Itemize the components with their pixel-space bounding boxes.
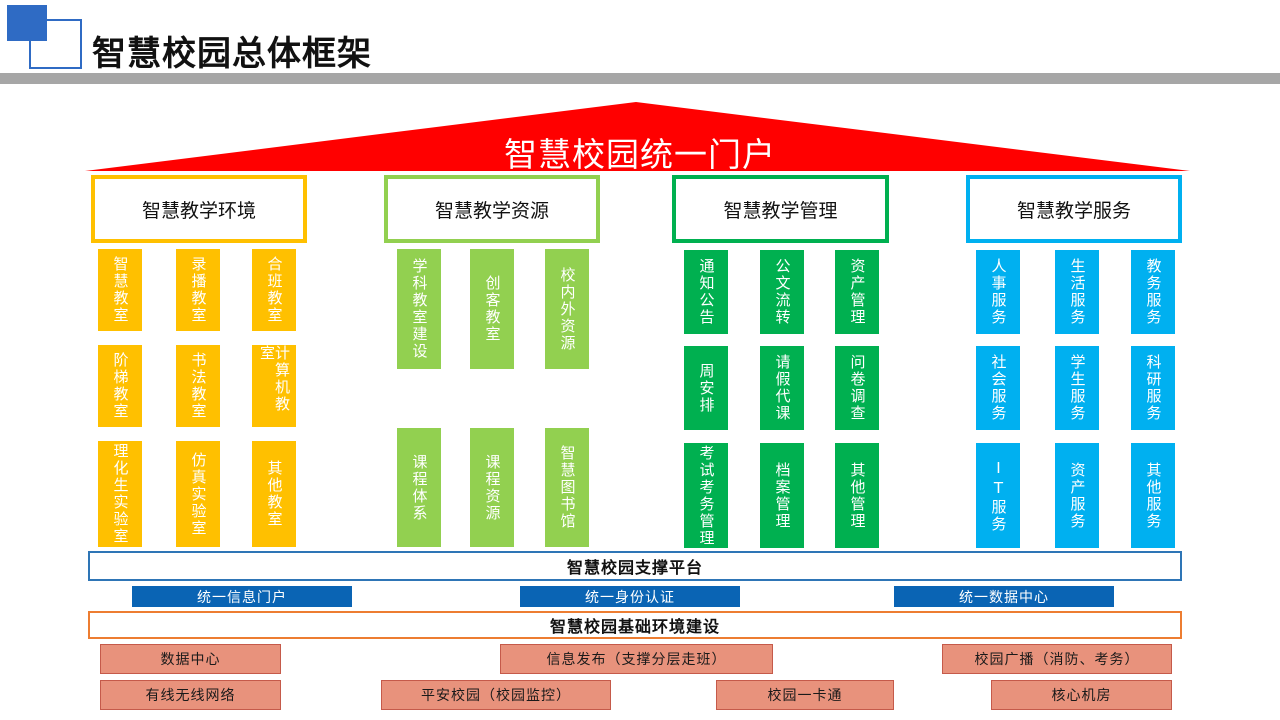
pillar-leave-substitute: 请假代课 — [760, 346, 804, 430]
infra-data-center: 数据中心 — [100, 644, 281, 674]
pillar-it-services: IT服务 — [976, 443, 1020, 548]
pillar-other-management: 其他管理 — [835, 443, 879, 548]
infrastructure-bar: 智慧校园基础环境建设 — [88, 611, 1182, 639]
infra-network: 有线无线网络 — [100, 680, 281, 710]
category-teaching-environment: 智慧教学环境 — [91, 175, 307, 243]
infra-info-publishing: 信息发布（支撑分层走班） — [500, 644, 773, 674]
pillar-science-lab: 理化生实验室 — [98, 441, 142, 547]
pillar-weekly-schedule: 周安排 — [684, 346, 728, 430]
pillar-other-services: 其他服务 — [1131, 443, 1175, 548]
pillar-campus-resources: 校内外资源 — [545, 249, 589, 369]
infra-campus-card: 校园一卡通 — [716, 680, 894, 710]
pillar-hr-services: 人事服务 — [976, 250, 1020, 334]
header-decoration-filled — [7, 5, 47, 41]
pillar-asset-services: 资产服务 — [1055, 443, 1099, 548]
pillar-course-resources: 课程资源 — [470, 428, 514, 547]
unified-data-center-chip: 统一数据中心 — [894, 586, 1114, 607]
pillar-smart-classroom: 智慧教室 — [98, 249, 142, 331]
pillar-smart-library: 智慧图书馆 — [545, 428, 589, 547]
header-decoration-outline — [29, 19, 82, 69]
pillar-asset-management: 资产管理 — [835, 250, 879, 334]
pillar-community-services: 社会服务 — [976, 346, 1020, 430]
infra-campus-broadcast: 校园广播（消防、考务） — [942, 644, 1172, 674]
pillar-student-services: 学生服务 — [1055, 346, 1099, 430]
roof-triangle — [85, 102, 1190, 171]
pillar-notices: 通知公告 — [684, 250, 728, 334]
pillar-curriculum-system: 课程体系 — [397, 428, 441, 547]
category-teaching-management: 智慧教学管理 — [672, 175, 889, 243]
pillar-other-classrooms: 其他教室 — [252, 441, 296, 547]
pillar-computer-classroom: 计算机教室 — [252, 345, 296, 427]
category-teaching-resources: 智慧教学资源 — [384, 175, 600, 243]
unified-portal-chip: 统一信息门户 — [132, 586, 352, 607]
roof-title: 智慧校园统一门户 — [504, 135, 776, 174]
pillar-maker-classroom: 创客教室 — [470, 249, 514, 369]
pillar-simulation-lab: 仿真实验室 — [176, 441, 220, 547]
pillar-academic-services: 教务服务 — [1131, 250, 1175, 334]
pillar-combined-classroom: 合班教室 — [252, 249, 296, 331]
page-title: 智慧校园总体框架 — [92, 34, 372, 74]
pillar-research-services: 科研服务 — [1131, 346, 1175, 430]
pillar-document-flow: 公文流转 — [760, 250, 804, 334]
pillar-archive-management: 档案管理 — [760, 443, 804, 548]
pillar-survey: 问卷调查 — [835, 346, 879, 430]
pillar-subject-classroom: 学科教室建设 — [397, 249, 441, 369]
category-teaching-services: 智慧教学服务 — [966, 175, 1182, 243]
infra-core-server-room: 核心机房 — [991, 680, 1172, 710]
pillar-life-services: 生活服务 — [1055, 250, 1099, 334]
support-platform-bar: 智慧校园支撑平台 — [88, 551, 1182, 581]
pillar-exam-management: 考试考务管理 — [684, 443, 728, 548]
unified-identity-chip: 统一身份认证 — [520, 586, 740, 607]
pillar-calligraphy-classroom: 书法教室 — [176, 345, 220, 427]
pillar-lecture-hall: 阶梯教室 — [98, 345, 142, 427]
pillar-recording-classroom: 录播教室 — [176, 249, 220, 331]
header-divider — [0, 73, 1280, 84]
infra-safe-campus: 平安校园（校园监控） — [381, 680, 611, 710]
roof-shape — [85, 102, 1190, 171]
